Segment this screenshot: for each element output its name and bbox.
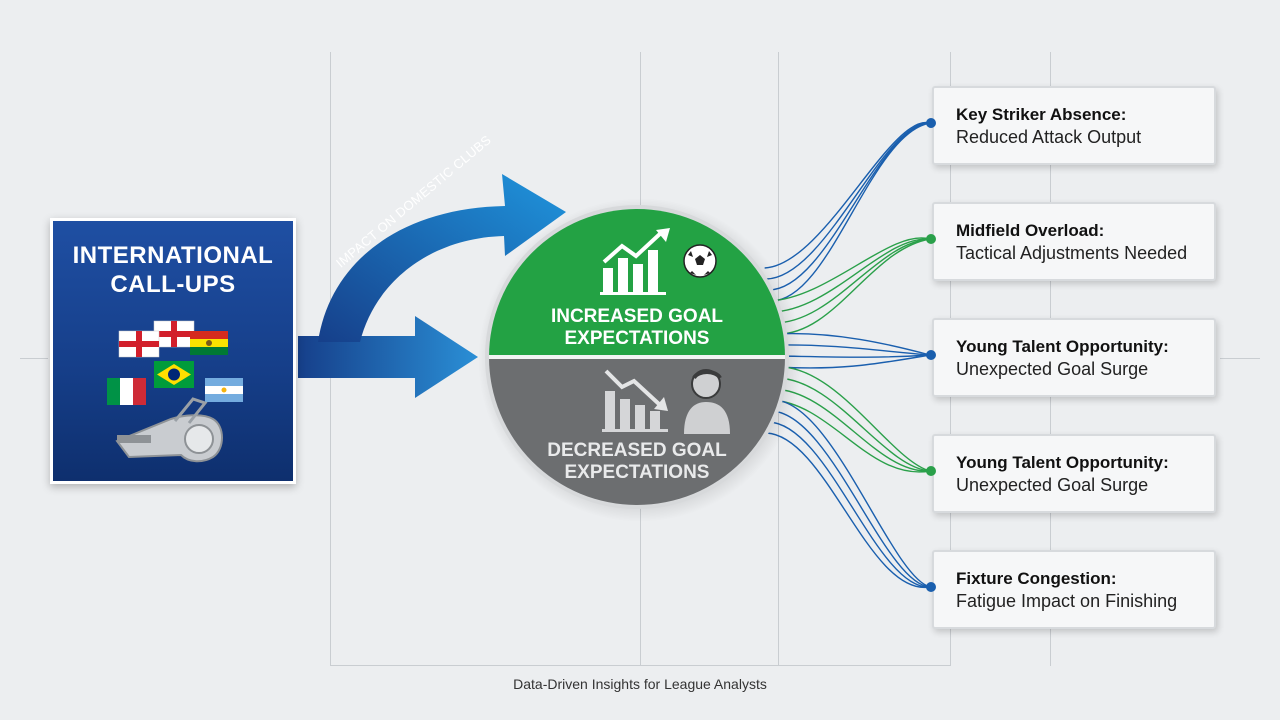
connector-dot [926,118,936,128]
connector-line [772,238,931,324]
dejected-player-icon [684,369,730,434]
factor-detail: Reduced Attack Output [956,127,1142,147]
connector-line [771,399,931,588]
factor-detail: Unexpected Goal Surge [956,359,1149,379]
trend-down-chart-icon [602,369,668,432]
connector-line [771,399,931,473]
factor-heading: Key Striker Absence: [956,105,1127,124]
soccer-ball-icon [683,244,717,278]
grid-line [20,358,48,359]
connector-line [769,122,931,302]
grid-line [330,665,950,666]
factor-card[interactable]: Midfield Overload: Tactical Adjustments … [932,202,1216,281]
factor-detail: Tactical Adjustments Needed [956,243,1188,263]
connector-line [773,388,931,472]
factor-heading: Fixture Congestion: [956,569,1117,588]
connector-line [769,237,931,302]
source-title-line2: CALL-UPS [110,271,236,298]
connector-dot [926,234,936,244]
argentina-flag-icon [205,378,243,402]
international-callups-box: INTERNATIONAL CALL-UPS [50,218,296,484]
england-flag-icon [153,320,195,348]
factor-detail: Unexpected Goal Surge [956,475,1149,495]
bolivia-flag-icon [190,331,228,355]
decreased-line2: EXPECTATIONS [564,462,710,483]
connector-line [769,410,931,588]
connector-dot [926,582,936,592]
factor-heading: Young Talent Opportunity: [956,453,1169,472]
connector-line [764,122,931,269]
factor-card[interactable]: Fixture Congestion: Fatigue Impact on Fi… [932,550,1216,629]
footer-caption: Data-Driven Insights for League Analysts [513,676,767,692]
whistle-icon [115,397,223,463]
decreased-goal-expectations-label: DECREASED GOAL EXPECTATIONS [487,440,787,484]
connector-line [771,238,931,313]
connector-line [766,432,931,588]
brazil-flag-icon [154,361,194,388]
connector-line [768,421,931,588]
connector-line [766,122,931,280]
grid-line [1220,358,1260,359]
factor-card[interactable]: Young Talent Opportunity: Unexpected Goa… [932,318,1216,397]
factor-detail: Fatigue Impact on Finishing [956,591,1178,611]
increased-line2: EXPECTATIONS [564,328,710,349]
increased-goal-expectations-label: INCREASED GOAL EXPECTATIONS [487,306,787,350]
factor-heading: Midfield Overload: [956,221,1105,240]
factor-card[interactable]: Key Striker Absence: Reduced Attack Outp… [932,86,1216,165]
source-title-line1: INTERNATIONAL [72,242,274,269]
factor-heading: Young Talent Opportunity: [956,337,1169,356]
curved-arrow [318,174,566,342]
italy-flag-icon [107,378,146,405]
source-title: INTERNATIONAL CALL-UPS [53,241,293,299]
connector-dot [926,350,936,360]
increased-line1: INCREASED GOAL [550,306,724,327]
connector-line [767,122,931,291]
connector-dot [926,466,936,476]
england-flag-icon [118,330,160,358]
trend-up-chart-icon [600,228,670,295]
decreased-line1: DECREASED GOAL [547,440,727,461]
flags-and-whistle [107,320,243,463]
factor-card[interactable]: Young Talent Opportunity: Unexpected Goa… [932,434,1216,513]
